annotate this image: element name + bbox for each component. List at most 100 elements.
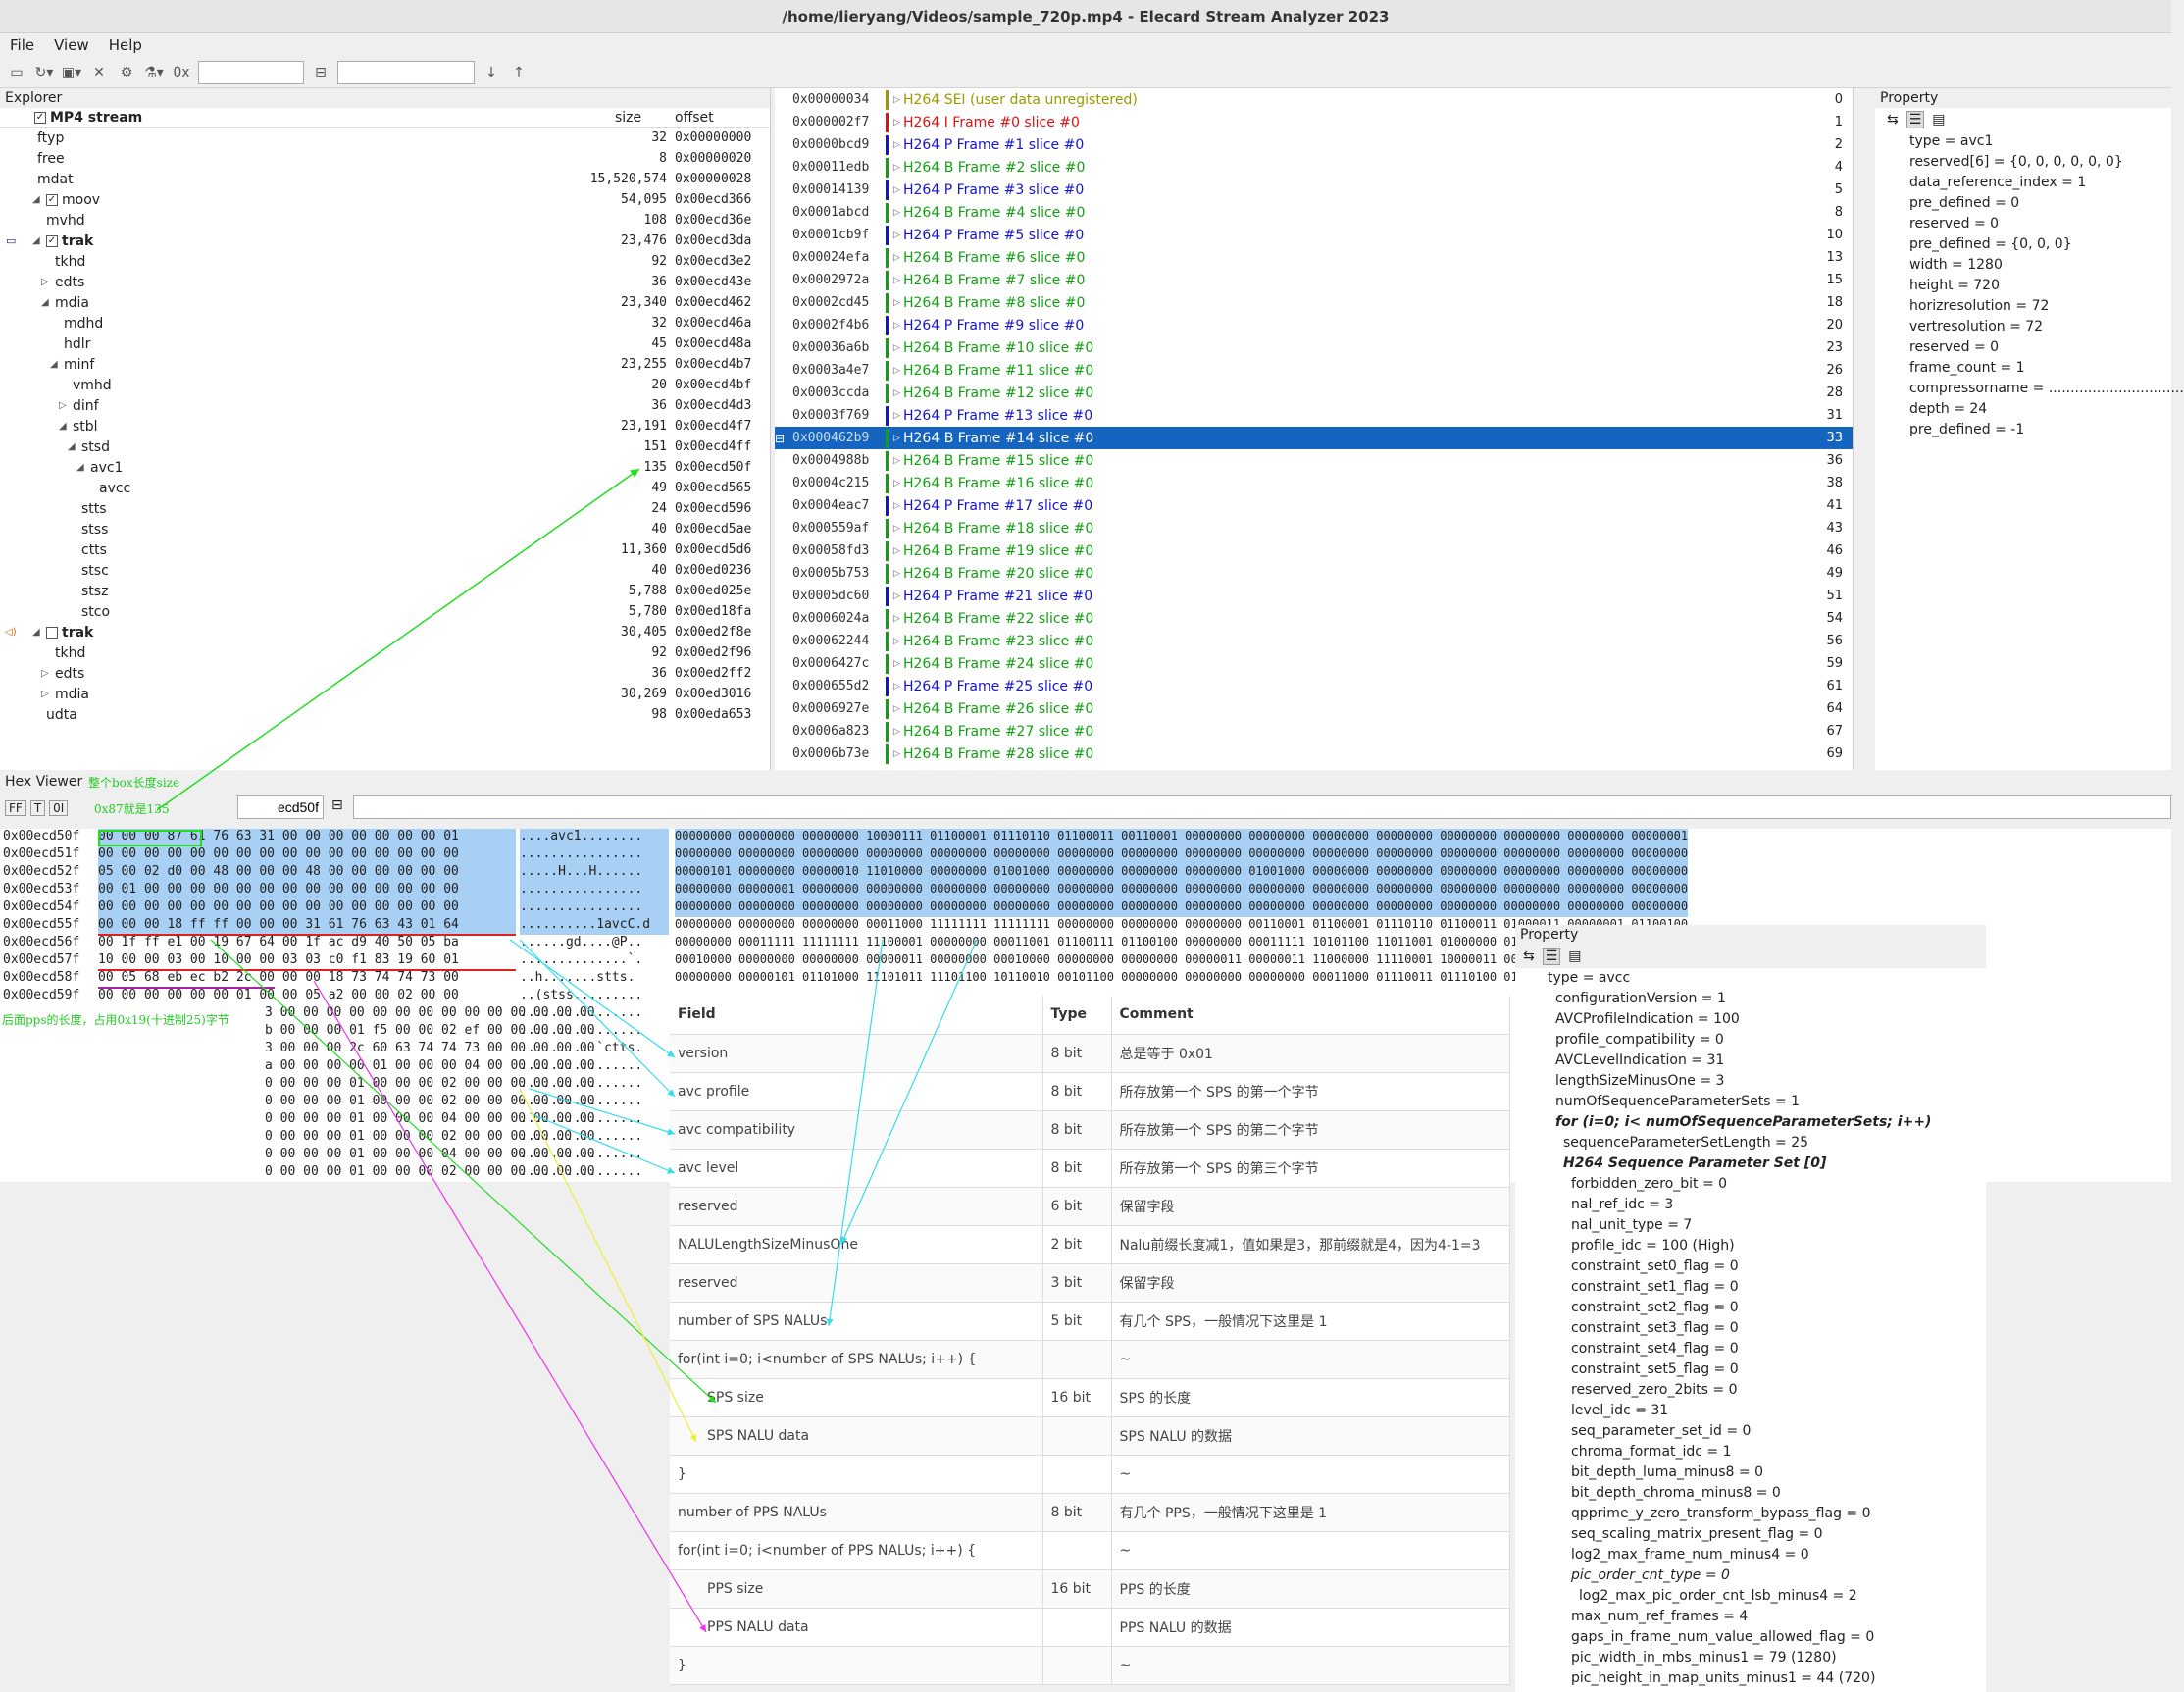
expand-toggle-icon[interactable]: ▷: [893, 455, 900, 466]
expand-toggle-icon[interactable]: ▷: [893, 117, 900, 128]
expand-toggle-icon[interactable]: ▷: [893, 433, 900, 443]
avcc-property-row[interactable]: nal_unit_type = 7: [1571, 1217, 1693, 1233]
hex-bytes[interactable]: a 00 00 00 00 01 00 00 00 04 00 00 00 00…: [265, 1058, 595, 1073]
expand-toggle-icon[interactable]: ◢: [32, 194, 40, 205]
hex-ascii[interactable]: ................: [520, 1005, 643, 1020]
avcc-property-row[interactable]: numOfSequenceParameterSets = 1: [1555, 1094, 1801, 1109]
property-row[interactable]: type = avc1: [1909, 133, 1994, 149]
expand-toggle-icon[interactable]: ▷: [893, 162, 900, 173]
hex-bytes[interactable]: 00 00 00 00 00 00 01 00 00 05 a2 00 00 0…: [98, 988, 459, 1002]
hex-bytes[interactable]: 00 00 00 18 ff ff 00 00 00 31 61 76 63 4…: [98, 917, 516, 935]
expand-toggle-icon[interactable]: ▷: [893, 342, 900, 353]
btn-01[interactable]: 0I: [49, 800, 69, 816]
checkbox-icon[interactable]: [46, 626, 58, 639]
expand-toggle-icon[interactable]: ▷: [893, 613, 900, 624]
hex-ascii[interactable]: ................: [520, 882, 669, 899]
checkbox-icon[interactable]: ✓: [46, 193, 58, 206]
expand-toggle-icon[interactable]: ▷: [893, 500, 900, 511]
expand-toggle-icon[interactable]: ▷: [893, 410, 900, 421]
hex-bytes[interactable]: 05 00 02 d0 00 48 00 00 00 48 00 00 00 0…: [98, 864, 516, 882]
hex-ascii[interactable]: ..h.......stts.: [520, 970, 635, 985]
hex-ascii[interactable]: ................: [520, 1023, 643, 1038]
property-row[interactable]: width = 1280: [1909, 257, 2003, 273]
hex-ascii[interactable]: ................: [520, 1076, 643, 1091]
swap-icon[interactable]: ⇆: [1887, 112, 1899, 128]
hex-bytes[interactable]: 0 00 00 00 01 00 00 00 02 00 00 00 00 00…: [265, 1129, 595, 1144]
avcc-property-row[interactable]: constraint_set0_flag = 0: [1571, 1258, 1739, 1274]
hex-binary[interactable]: 00000000 00000000 00000000 00000000 0000…: [675, 846, 1689, 864]
avcc-property-row[interactable]: constraint_set2_flag = 0: [1571, 1300, 1739, 1315]
close-icon[interactable]: ✕: [93, 64, 105, 80]
expand-toggle-icon[interactable]: ▷: [893, 94, 900, 105]
property-row[interactable]: data_reference_index = 1: [1909, 175, 2087, 190]
expand-toggle-icon[interactable]: ▷: [893, 252, 900, 263]
avcc-property-row[interactable]: pic_height_in_map_units_minus1 = 44 (720…: [1571, 1670, 1876, 1686]
expand-toggle-icon[interactable]: ▷: [41, 689, 49, 699]
avcc-property-row[interactable]: type = avcc: [1548, 970, 1631, 986]
hex-ascii[interactable]: ................: [520, 1164, 643, 1179]
hex-bytes[interactable]: 00 05 68 eb ec b2 2c 00 00 00 18 73 74 7…: [98, 970, 459, 985]
property-row[interactable]: vertresolution = 72: [1909, 319, 2044, 334]
property-row[interactable]: pre_defined = -1: [1909, 422, 2025, 437]
avcc-property-row[interactable]: log2_max_frame_num_minus4 = 0: [1571, 1547, 1809, 1563]
collapse-icon[interactable]: ⊟: [775, 431, 786, 445]
avcc-property-row[interactable]: AVCProfileIndication = 100: [1555, 1011, 1740, 1027]
property-row[interactable]: reserved[6] = {0, 0, 0, 0, 0, 0}: [1909, 154, 2123, 170]
open-folder-icon[interactable]: ▭: [10, 64, 24, 80]
property-row[interactable]: pre_defined = 0: [1909, 195, 2020, 211]
avcc-property-row[interactable]: max_num_ref_frames = 4: [1571, 1609, 1749, 1624]
expand-toggle-icon[interactable]: ▷: [59, 400, 67, 411]
frame-row[interactable]: 0x00000034▷H264 SEI (user data unregiste…: [775, 88, 1853, 111]
hex-bytes[interactable]: 00 1f ff e1 00 19 67 64 00 1f ac d9 40 5…: [98, 935, 459, 949]
avcc-property-row[interactable]: AVCLevelIndication = 31: [1555, 1052, 1725, 1068]
hex-bytes[interactable]: 0 00 00 00 01 00 00 00 02 00 00 00 00 00…: [265, 1164, 595, 1179]
avcc-property-row[interactable]: reserved_zero_2bits = 0: [1571, 1382, 1738, 1398]
arrow-up-icon[interactable]: ↑: [513, 64, 525, 80]
avcc-property-row[interactable]: qpprime_y_zero_transform_bypass_flag = 0: [1571, 1506, 1871, 1521]
property-row[interactable]: reserved = 0: [1909, 216, 2000, 231]
avcc-property-row[interactable]: H264 Sequence Parameter Set [0]: [1563, 1155, 1827, 1171]
avcc-property-row[interactable]: constraint_set3_flag = 0: [1571, 1320, 1739, 1336]
avcc-property-row[interactable]: log2_max_pic_order_cnt_lsb_minus4 = 2: [1579, 1588, 1857, 1604]
search-icon[interactable]: ⊟: [331, 797, 343, 813]
avcc-property-row[interactable]: seq_parameter_set_id = 0: [1571, 1423, 1752, 1439]
expand-toggle-icon[interactable]: ▷: [893, 139, 900, 150]
avcc-property-row[interactable]: pic_width_in_mbs_minus1 = 79 (1280): [1571, 1650, 1837, 1666]
expand-toggle-icon[interactable]: ▷: [893, 590, 900, 601]
hex-ascii[interactable]: ..............`.: [520, 952, 643, 967]
menu-view[interactable]: View: [54, 36, 89, 54]
expand-toggle-icon[interactable]: ◢: [76, 462, 84, 473]
hex-bytes[interactable]: 00 00 00 00 00 00 00 00 00 00 00 00 00 0…: [98, 846, 516, 864]
expand-toggle-icon[interactable]: ▷: [893, 230, 900, 240]
